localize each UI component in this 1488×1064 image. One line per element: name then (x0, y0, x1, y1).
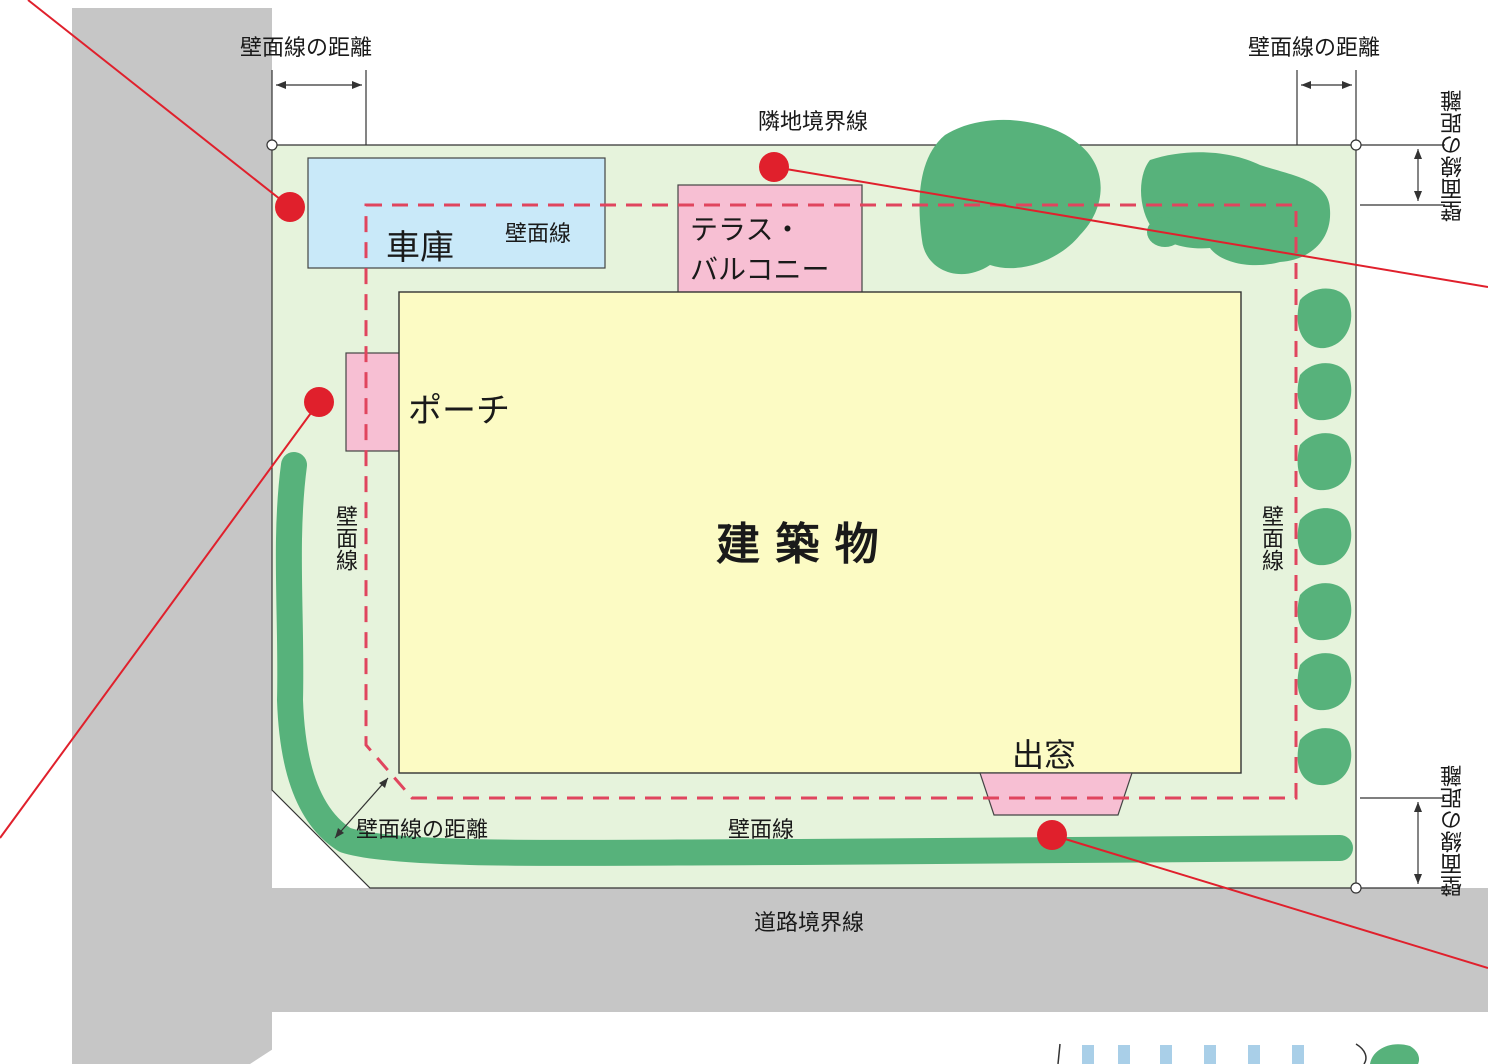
bay-window-block (979, 772, 1133, 816)
wall-line-label-garage: 壁面線 (505, 222, 572, 247)
bottom-road (72, 888, 1488, 1012)
wall-distance-label-right-bottom: 壁面線の距離 (1441, 765, 1466, 897)
wall-distance-label-top-right: 壁面線の距離 (1248, 36, 1381, 61)
neighbor-boundary-label: 隣地境界線 (758, 110, 869, 135)
terrace-block (677, 184, 863, 294)
hedge (275, 452, 1353, 866)
bay-window-label: 出窓 (1012, 736, 1077, 774)
wall-distance-label-right-top: 壁面線の距離 (1441, 90, 1466, 222)
terrace-label-1: テラス・ (690, 213, 802, 246)
road-boundary-label: 道路境界線 (754, 911, 865, 936)
wall-distance-label-top-left: 壁面線の距離 (240, 36, 373, 61)
bottom-white-area (330, 1012, 1488, 1064)
building-label: 建 築 物 (716, 519, 879, 570)
building-block (398, 291, 1242, 774)
porch-label: ポーチ (408, 391, 510, 431)
wall-line-label-right: 壁面線 (1258, 505, 1283, 571)
bottom-white-slant (250, 1012, 420, 1064)
garage-block (307, 157, 606, 269)
road-corner-cut (72, 790, 272, 1064)
terrace-label-2: バルコニー (690, 253, 830, 286)
callout-dots (275, 152, 1067, 850)
garage-label: 車庫 (386, 228, 454, 268)
wall-line-label-left: 壁面線 (332, 505, 357, 571)
crosswalk (1057, 1043, 1420, 1064)
callout-lines (0, 0, 1488, 969)
dimension-arrows (276, 81, 1422, 884)
wall-distance-label-bottom: 壁面線の距離 (356, 818, 489, 843)
setback-wall-line (364, 203, 1298, 800)
corner-markers (266, 139, 1362, 894)
porch-block (345, 352, 401, 452)
trees-right (1297, 288, 1352, 786)
wall-line-label-bottom: 壁面線 (728, 818, 795, 843)
left-road-margin (0, 0, 72, 1064)
